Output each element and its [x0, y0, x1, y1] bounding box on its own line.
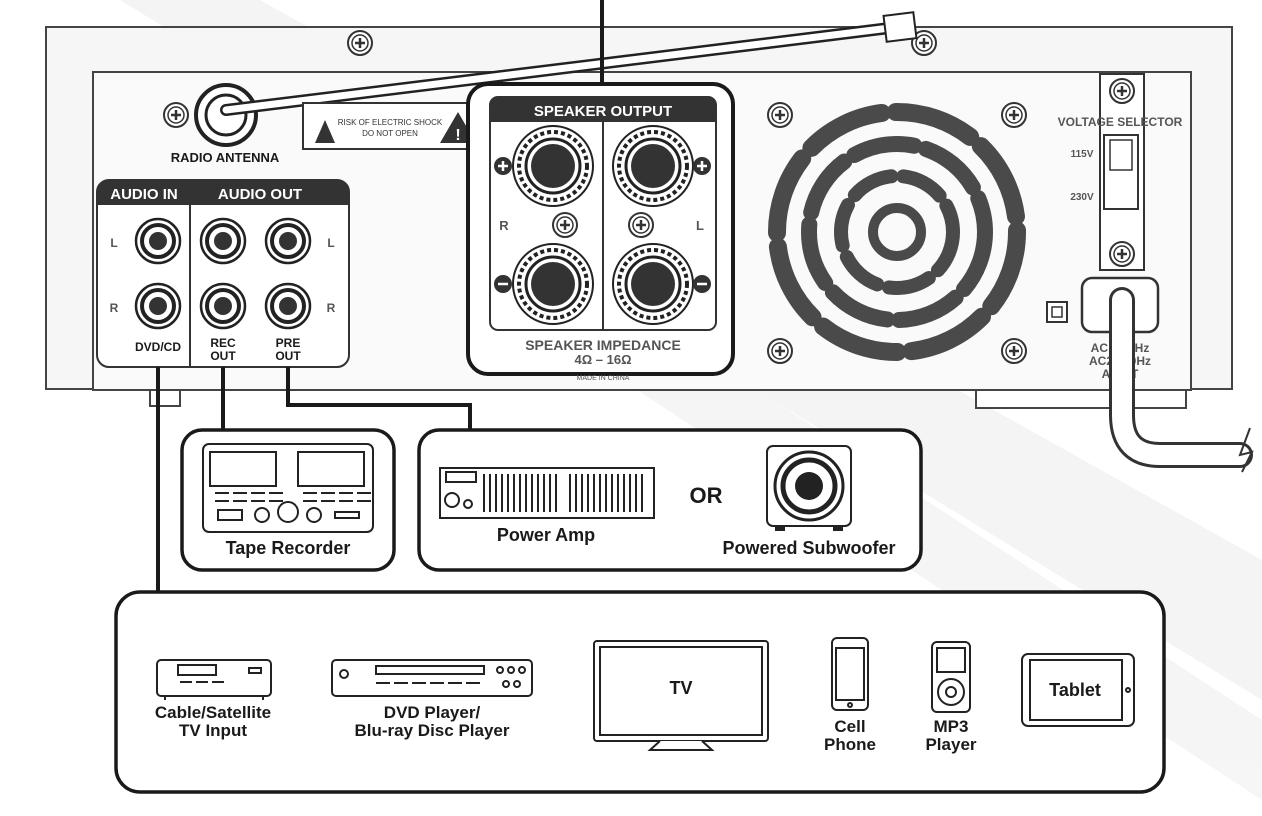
minus-icon	[693, 275, 711, 293]
voltage-selector: VOLTAGE SELECTOR 115V 230V	[1058, 73, 1183, 271]
screw-icon	[627, 211, 655, 239]
dvd-player-label-1: DVD Player/	[384, 703, 481, 722]
audio-in-r-label: R	[110, 301, 119, 315]
warning-text-line2: DO NOT OPEN	[362, 129, 418, 138]
audio-out-r-label: R	[327, 301, 336, 315]
speaker-impedance-value: 4Ω – 16Ω	[575, 352, 632, 367]
audio-sources-box: Cable/Satellite TV Input DVD Player/ Blu…	[114, 590, 1166, 794]
powered-subwoofer-label: Powered Subwoofer	[722, 538, 895, 558]
cell-phone-label-2: Phone	[824, 735, 876, 754]
screw-icon	[1000, 101, 1028, 129]
screw-icon	[766, 337, 794, 365]
speaker-output-panel: SPEAKER OUTPUT R L SPEAKER IMPEDANCE 4Ω …	[466, 0, 735, 382]
speaker-l-label: L	[696, 218, 704, 233]
tv-icon	[593, 640, 769, 751]
plus-icon	[494, 157, 512, 175]
speaker-right-minus-terminal[interactable]	[511, 242, 595, 326]
tablet-label: Tablet	[1049, 680, 1101, 700]
made-in-label: MADE IN CHINA	[577, 375, 630, 382]
fan-grille-icon	[768, 103, 1026, 361]
screw-icon	[551, 211, 579, 239]
screw-icon	[162, 101, 190, 129]
audio-in-header: AUDIO IN	[110, 186, 178, 203]
mp3-player-label-2: Player	[925, 735, 976, 754]
screw-icon	[1108, 77, 1136, 105]
speaker-left-plus-terminal[interactable]	[611, 124, 695, 208]
pre-out-left-jack[interactable]	[264, 217, 312, 265]
audio-in-right-jack[interactable]	[134, 282, 182, 330]
subwoofer-icon	[766, 445, 852, 531]
cord-break-icon	[1238, 427, 1254, 473]
audio-out-l-label: L	[327, 236, 334, 250]
speaker-right-plus-terminal[interactable]	[511, 124, 595, 208]
cable-satellite-label-1: Cable/Satellite	[155, 703, 271, 722]
speaker-output-header: SPEAKER OUTPUT	[534, 103, 672, 120]
mp3-player-label-1: MP3	[934, 717, 969, 736]
radio-antenna-icon	[194, 11, 918, 147]
speaker-left-minus-terminal[interactable]	[611, 242, 695, 326]
dvd-player-icon	[331, 659, 533, 697]
voltage-230-label: 230V	[1070, 192, 1094, 203]
or-label: OR	[690, 483, 723, 508]
tablet-icon	[1021, 653, 1135, 727]
cable-box-icon	[156, 659, 272, 700]
plus-icon	[693, 157, 711, 175]
cable-satellite-label-2: TV Input	[179, 721, 247, 740]
rec-out-label-2: OUT	[210, 349, 236, 363]
audio-in-l-label: L	[110, 236, 117, 250]
audio-out-header: AUDIO OUT	[218, 186, 302, 203]
connection-wires	[156, 367, 472, 592]
dvd-cd-label: DVD/CD	[135, 340, 181, 354]
voltage-115-label: 115V	[1071, 149, 1094, 160]
audio-io-panel: AUDIO IN AUDIO OUT L R L R DVD/CD REC OU…	[96, 179, 350, 368]
pre-out-label-1: PRE	[276, 336, 301, 350]
cell-phone-icon	[831, 637, 869, 711]
rec-out-left-jack[interactable]	[199, 217, 247, 265]
cell-phone-label-1: Cell	[834, 717, 865, 736]
screw-icon	[1108, 240, 1136, 268]
rec-out-right-jack[interactable]	[199, 282, 247, 330]
power-amp-icon	[439, 467, 655, 519]
dvd-player-label-2: Blu-ray Disc Player	[355, 721, 510, 740]
rec-out-label-1: REC	[210, 336, 236, 350]
voltage-selector-label: VOLTAGE SELECTOR	[1058, 115, 1183, 129]
tape-recorder-box: Tape Recorder	[180, 428, 396, 572]
warning-exclamation-icon: !	[455, 127, 460, 144]
audio-in-left-jack[interactable]	[134, 217, 182, 265]
screw-icon	[346, 29, 374, 57]
speaker-r-label: R	[499, 218, 509, 233]
tape-recorder-icon	[202, 443, 374, 533]
speaker-impedance-label: SPEAKER IMPEDANCE	[525, 337, 681, 353]
radio-antenna-label: RADIO ANTENNA	[171, 150, 280, 165]
pre-out-devices-box: Power Amp OR Powered Subwoofer	[417, 428, 923, 572]
mp3-player-icon	[931, 641, 971, 713]
screw-icon	[766, 101, 794, 129]
tape-recorder-label: Tape Recorder	[226, 538, 351, 558]
pre-out-right-jack[interactable]	[264, 282, 312, 330]
warning-text-line1: RISK OF ELECTRIC SHOCK	[338, 118, 443, 127]
power-amp-label: Power Amp	[497, 525, 595, 545]
minus-icon	[494, 275, 512, 293]
screw-icon	[1000, 337, 1028, 365]
pre-out-label-2: OUT	[275, 349, 301, 363]
warning-label: ! RISK OF ELECTRIC SHOCK DO NOT OPEN	[302, 102, 480, 150]
tv-label: TV	[669, 678, 692, 698]
